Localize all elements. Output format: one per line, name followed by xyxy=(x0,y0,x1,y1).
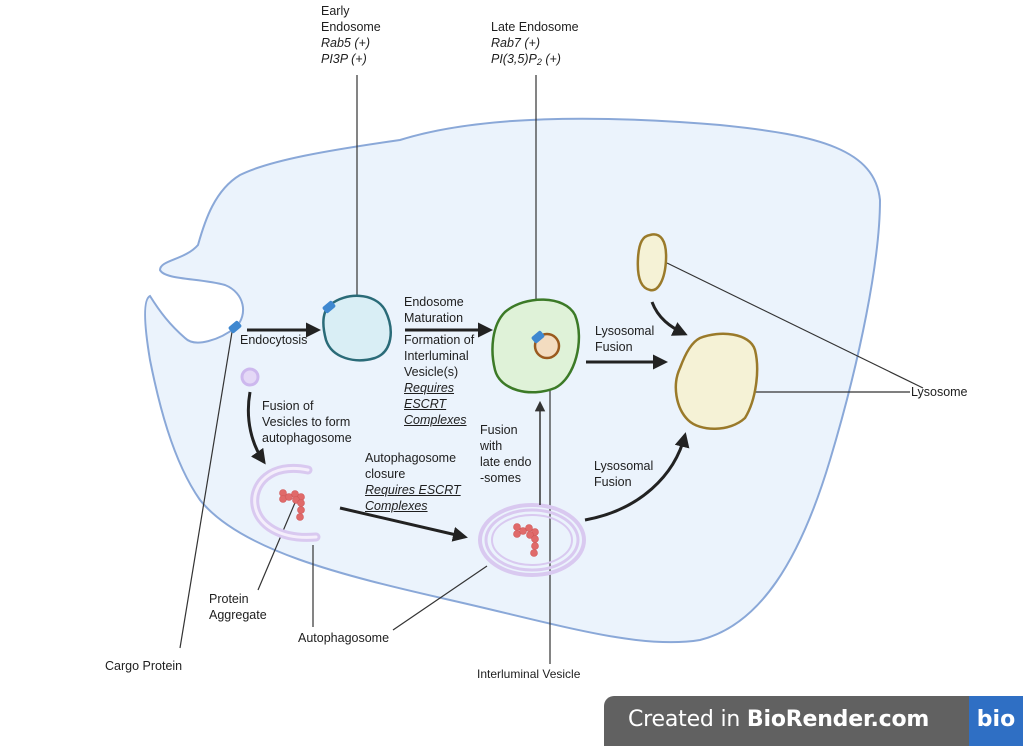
late-endosome-marker-rab7: Rab7 (+) xyxy=(491,36,540,50)
cargo-protein-membrane xyxy=(228,320,242,334)
label-early-endosome: Early Endosome Rab5 (+) PI3P (+) xyxy=(321,3,381,67)
label-fusion-vesicles: Fusion of Vesicles to form autophagosome xyxy=(262,399,352,445)
arrow-lysosomal-fusion-bottom xyxy=(584,432,690,522)
label-lysosome: Lysosome xyxy=(911,385,968,399)
label-autophagosome-closure: Autophagosome closure Requires ESCRT Com… xyxy=(365,451,461,513)
cargo-protein-early-endosome xyxy=(322,300,336,314)
arrow-autophagosome-closure xyxy=(339,506,468,542)
leader-lysosome-small xyxy=(666,262,924,389)
early-endosome-title-1: Early xyxy=(321,4,350,18)
autophagosome-closed xyxy=(478,503,586,577)
lysosome-large xyxy=(674,332,759,430)
leader-protein-aggregate xyxy=(257,497,298,591)
label-formation-ilv: Formation of Interluminal Vesicle(s) Req… xyxy=(404,333,475,427)
leader-cargo-protein xyxy=(179,331,233,649)
leader-autophagosome-closed xyxy=(392,565,488,631)
late-endosome-title: Late Endosome xyxy=(491,20,579,34)
label-protein-aggregate: Protein Aggregate xyxy=(209,592,267,622)
arrow-small-lysosome-fusion xyxy=(650,301,688,336)
early-endosome-marker-pi3p: PI3P (+) xyxy=(321,52,367,66)
early-endosome xyxy=(322,294,392,362)
interluminal-vesicle xyxy=(533,332,561,360)
label-lysosomal-fusion-bottom: Lysosomal Fusion xyxy=(594,459,654,489)
early-endosome-marker-rab5: Rab5 (+) xyxy=(321,36,370,50)
lysosome-small xyxy=(636,233,668,292)
label-interluminal-vesicle: Interluminal Vesicle xyxy=(477,667,581,681)
label-late-endosome: Late Endosome Rab7 (+) PI(3,5)P2 (+) xyxy=(491,19,579,70)
protein-aggregate-open xyxy=(279,489,305,521)
cargo-protein-late-endosome xyxy=(531,330,545,344)
label-fusion-late-endosomes: Fusion with late endo -somes xyxy=(480,423,532,485)
late-endosome-marker-pip: PI(3,5)P2 (+) xyxy=(491,52,561,67)
label-cargo-protein: Cargo Protein xyxy=(105,659,183,673)
biorender-logo-icon: bio xyxy=(969,696,1023,746)
small-vesicle xyxy=(240,367,260,387)
biorender-watermark[interactable]: Created in BioRender.com bio xyxy=(604,696,1023,746)
arrow-fusion-autophagosome xyxy=(246,391,266,465)
label-endocytosis: Endocytosis xyxy=(240,333,308,347)
early-endosome-title-2: Endosome xyxy=(321,20,381,34)
label-autophagosome: Autophagosome xyxy=(298,631,390,645)
watermark-text: Created in BioRender.com xyxy=(628,707,930,732)
label-lysosomal-fusion-top: Lysosomal Fusion xyxy=(595,324,655,354)
label-endosome-maturation: Endosome Maturation xyxy=(404,295,464,325)
protein-aggregate-closed xyxy=(513,523,539,557)
